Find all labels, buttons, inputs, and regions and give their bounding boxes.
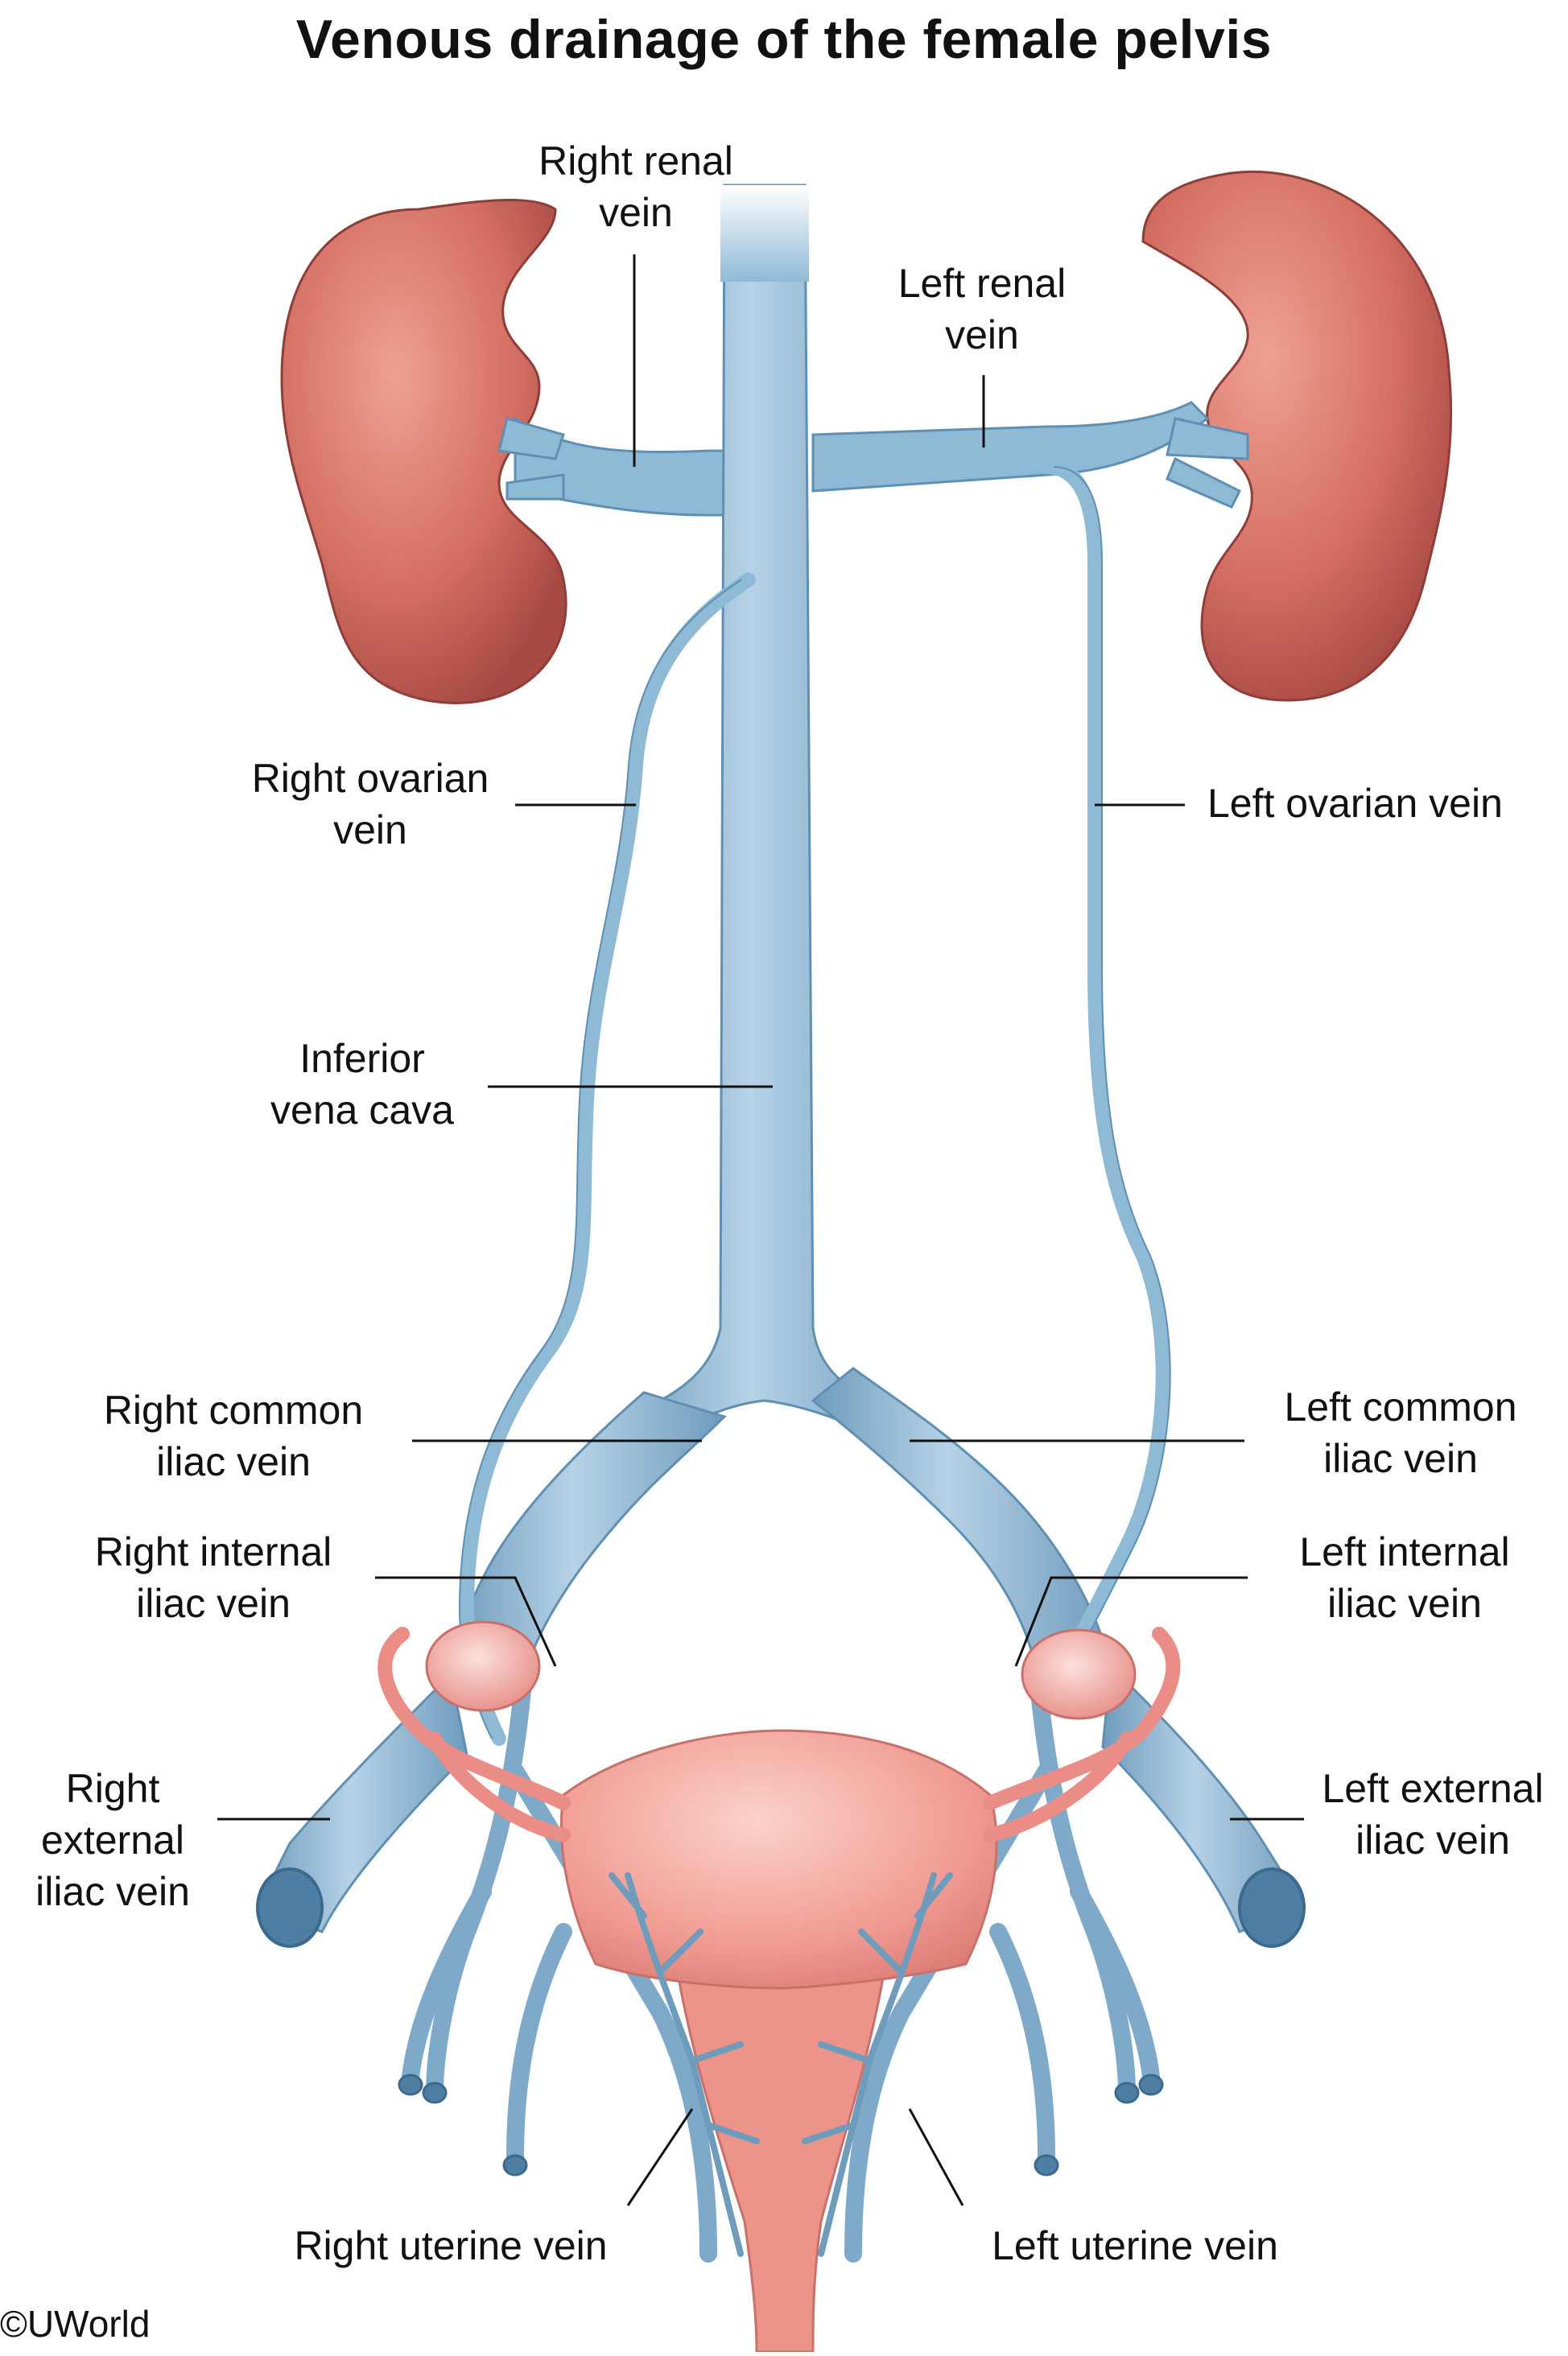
label-right-internal-iliac-vein: Right internal iliac vein: [72, 1526, 354, 1629]
fallopian-tubes: [378, 1627, 1181, 1842]
label-right-common-iliac-vein: Right common iliac vein: [80, 1384, 386, 1487]
label-right-renal-vein: Right renal vein: [507, 135, 765, 238]
copyright-credit: ©UWorld: [0, 2303, 151, 2345]
label-left-internal-iliac-vein: Left internal iliac vein: [1264, 1526, 1545, 1629]
right-kidney: [280, 198, 567, 704]
right-ovarian-vein: [459, 572, 756, 1746]
left-external-iliac-opening: [1238, 1867, 1306, 1948]
label-line: iliac vein: [35, 1869, 190, 1914]
label-left-uterine-vein: Left uterine vein: [958, 2220, 1312, 2271]
label-left-external-iliac-vein: Left external iliac vein: [1304, 1763, 1562, 1866]
left-ovarian-vein-edge: [1053, 466, 1171, 1691]
label-line: Right renal: [538, 138, 733, 184]
right-ovary: [425, 1620, 541, 1712]
label-line: Right uterine vein: [294, 2223, 608, 2268]
vein-branch-ends: [398, 2073, 1164, 2177]
label-line: iliac vein: [156, 1439, 311, 1484]
label-inferior-vena-cava: Inferior vena cava: [233, 1033, 491, 1136]
pelvic-vein-branches: [402, 1673, 1160, 2263]
label-line: Right internal: [94, 1529, 332, 1574]
label-line: Left ovarian vein: [1207, 781, 1503, 826]
inferior-vena-cava: [609, 184, 921, 1450]
label-line: external: [41, 1818, 184, 1863]
label-line: Left uterine vein: [992, 2223, 1278, 2268]
label-line: Left external: [1322, 1766, 1544, 1811]
label-left-ovarian-vein: Left ovarian vein: [1207, 778, 1562, 829]
label-line: iliac vein: [1323, 1436, 1478, 1481]
label-line: Right ovarian: [251, 756, 489, 801]
renal-veins: [497, 401, 1249, 517]
left-kidney: [1141, 170, 1453, 702]
label-line: vein: [945, 312, 1019, 357]
label-right-uterine-vein: Right uterine vein: [274, 2220, 628, 2271]
uterine-vein-branches: [609, 1872, 953, 2257]
label-line: Left common: [1284, 1384, 1517, 1430]
ivc-fade: [720, 185, 809, 282]
right-external-iliac-opening: [256, 1867, 324, 1948]
label-line: Left renal: [897, 261, 1067, 306]
label-line: Right common: [103, 1388, 364, 1433]
label-line: iliac vein: [1327, 1581, 1482, 1626]
label-line: vena cava: [270, 1087, 454, 1133]
label-right-external-iliac-vein: Right external iliac vein: [16, 1763, 209, 1917]
label-line: iliac vein: [136, 1581, 291, 1626]
left-ovary: [1021, 1628, 1137, 1720]
label-line: Right: [65, 1766, 160, 1811]
label-left-common-iliac-vein: Left common iliac vein: [1256, 1381, 1545, 1484]
label-line: iliac vein: [1355, 1818, 1510, 1863]
page-title: Venous drainage of the female pelvis: [295, 9, 1273, 70]
label-line: Left internal: [1299, 1529, 1510, 1574]
label-right-ovarian-vein: Right ovarian vein: [225, 753, 515, 856]
label-line: Inferior: [299, 1036, 425, 1081]
uterus-body: [559, 1729, 998, 1990]
left-ovarian-vein: [1039, 460, 1170, 1698]
label-line: vein: [333, 807, 407, 852]
right-ovarian-vein-edge: [458, 579, 742, 1739]
leader-lines: [217, 254, 1304, 2206]
label-left-renal-vein: Left renal vein: [869, 258, 1095, 361]
label-line: vein: [599, 190, 673, 235]
